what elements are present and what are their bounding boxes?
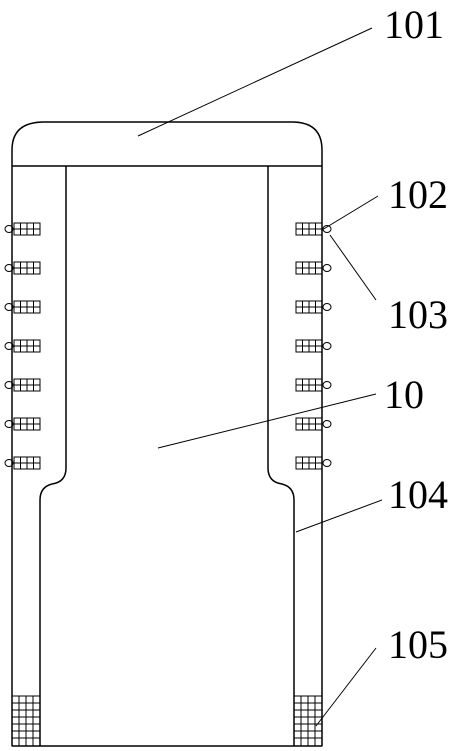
label-101: 101 (384, 2, 444, 47)
stud-right-2 (295, 261, 332, 275)
inner-wall-left (39, 166, 67, 746)
stud-left-1 (4, 222, 41, 236)
stud-left-7 (4, 456, 41, 470)
stud-left-4 (4, 339, 41, 353)
stud-right-3 (295, 300, 332, 314)
leader-101 (137, 27, 373, 137)
leader-10 (157, 393, 377, 449)
leader-102 (321, 195, 379, 231)
bottom-mesh-right (293, 695, 323, 747)
label-105: 105 (388, 622, 448, 667)
leader-103 (329, 234, 377, 301)
studs-right (295, 222, 332, 470)
label-10: 10 (384, 372, 424, 417)
bottom-mesh-left (11, 695, 41, 747)
label-102: 102 (388, 172, 448, 217)
stud-right-6 (295, 417, 332, 431)
leader-104 (295, 499, 383, 533)
inner-wall-right (267, 166, 295, 746)
leader-105 (315, 647, 377, 727)
stud-left-2 (4, 261, 41, 275)
studs-left (4, 222, 41, 470)
stud-right-1 (295, 222, 332, 236)
stud-right-4 (295, 339, 332, 353)
stud-left-6 (4, 417, 41, 431)
stud-left-5 (4, 378, 41, 392)
stud-right-5 (295, 378, 332, 392)
top-cap (11, 121, 323, 166)
label-103: 103 (388, 292, 448, 337)
stud-right-7 (295, 456, 332, 470)
label-104: 104 (388, 472, 448, 517)
stud-left-3 (4, 300, 41, 314)
